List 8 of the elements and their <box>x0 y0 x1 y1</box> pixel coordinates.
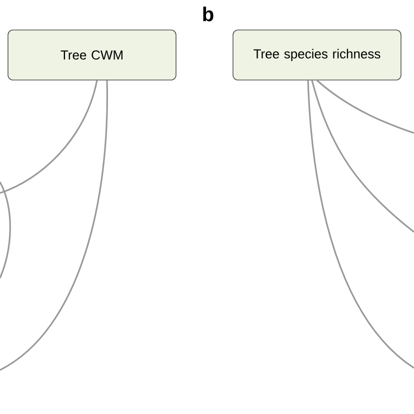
panel-letter: b <box>203 6 214 22</box>
connector-line <box>0 80 108 371</box>
variable-box: Tree species richness <box>232 30 402 80</box>
connector-line <box>307 80 414 369</box>
variable-box: Tree CWM <box>8 30 176 80</box>
connector-line <box>311 80 414 233</box>
connector-line <box>316 80 414 134</box>
connector-line <box>0 80 98 194</box>
